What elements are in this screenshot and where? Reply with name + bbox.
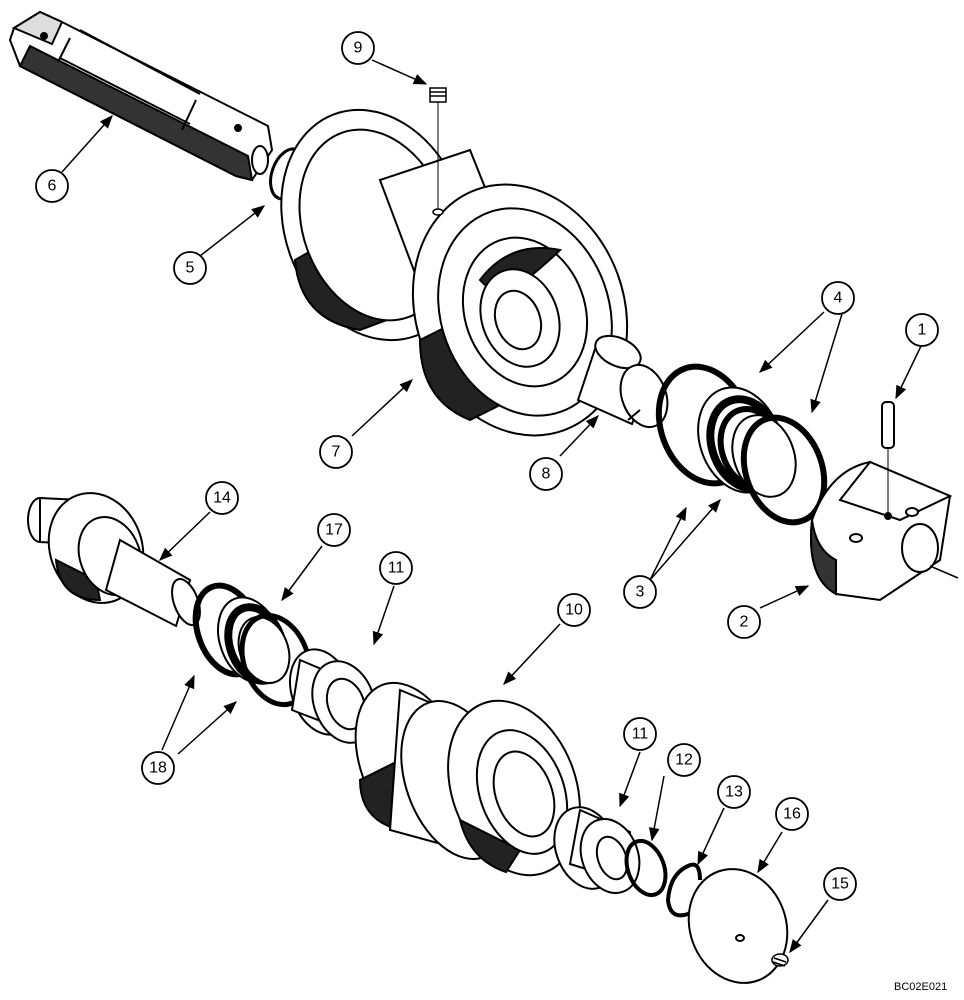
- callout-18: 18: [141, 751, 175, 785]
- callout-2: 2: [727, 605, 761, 639]
- single-flange-roller-part: [354, 681, 581, 877]
- cap-part: [687, 868, 789, 984]
- svg-text:16: 16: [783, 806, 801, 823]
- svg-text:1: 1: [918, 322, 927, 339]
- bushing-part: [576, 334, 669, 428]
- svg-text:4: 4: [834, 290, 843, 307]
- svg-text:11: 11: [388, 560, 405, 577]
- svg-text:6: 6: [48, 178, 57, 195]
- svg-text:9: 9: [354, 40, 363, 57]
- callout-1: 1: [905, 313, 939, 347]
- callout-16: 16: [775, 797, 809, 831]
- callout-4: 4: [821, 281, 855, 315]
- callout-9: 9: [341, 31, 375, 65]
- plug-part: [429, 87, 447, 216]
- callout-17: 17: [317, 513, 351, 547]
- callout-6: 6: [35, 169, 69, 203]
- callout-13: 13: [717, 775, 751, 809]
- collar-shaft-part: [27, 492, 201, 628]
- svg-text:17: 17: [325, 522, 343, 539]
- callout-15: 15: [823, 867, 857, 901]
- callout-5: 5: [173, 251, 207, 285]
- svg-text:11: 11: [632, 726, 649, 743]
- end-bracket-part: [810, 460, 959, 602]
- callout-7: 7: [319, 435, 353, 469]
- svg-text:5: 5: [186, 260, 195, 277]
- callout-11: 11: [379, 551, 413, 585]
- pin-part: [881, 401, 895, 512]
- seal-assembly-upper-part: [655, 363, 828, 526]
- bearing-part: [553, 806, 641, 894]
- leader-lines: [61, 59, 923, 954]
- svg-text:13: 13: [725, 784, 743, 801]
- svg-text:2: 2: [740, 614, 749, 631]
- callout-14: 14: [205, 481, 239, 515]
- seal-assembly-lower-part: [192, 582, 313, 708]
- washer-part: [624, 838, 668, 898]
- svg-text:3: 3: [636, 584, 645, 601]
- svg-text:10: 10: [565, 602, 583, 619]
- screw-plug-part: [771, 953, 789, 967]
- reference-code: BC02E021: [894, 981, 947, 993]
- shaft-part: [8, 10, 274, 182]
- callout-8: 8: [529, 457, 563, 491]
- svg-text:14: 14: [213, 490, 231, 507]
- callout-12: 12: [667, 743, 701, 777]
- callout-11: 11: [623, 717, 657, 751]
- svg-text:15: 15: [831, 876, 849, 893]
- svg-text:12: 12: [675, 752, 693, 769]
- callout-10: 10: [557, 593, 591, 627]
- svg-text:8: 8: [542, 466, 551, 483]
- svg-text:7: 7: [332, 444, 341, 461]
- double-flange-roller-part: [280, 108, 629, 437]
- callout-3: 3: [623, 575, 657, 609]
- svg-text:18: 18: [149, 760, 167, 777]
